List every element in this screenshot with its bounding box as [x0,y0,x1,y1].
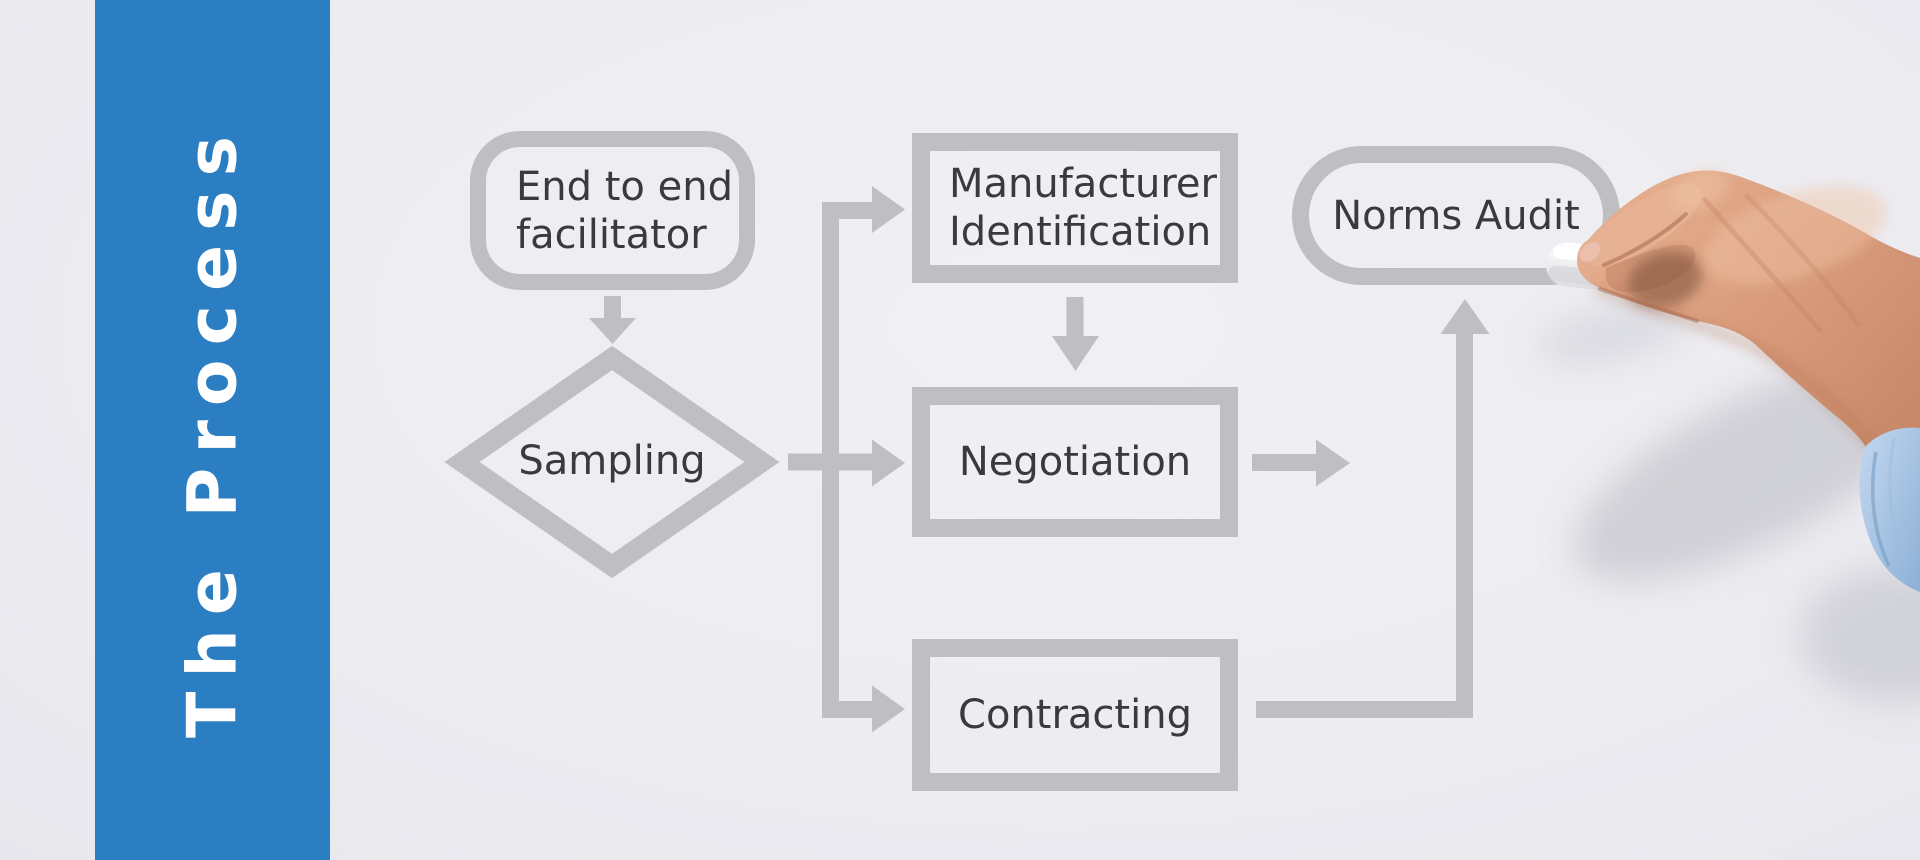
cuff-fold-2 [1888,437,1908,563]
index-finger [1583,183,1702,267]
edge-e2e-to-sampling [589,296,636,344]
node-contracting: Contracting [912,639,1238,791]
node-label: Sampling [518,438,706,484]
node-sampling: Sampling [462,437,762,485]
edge-sampling-to-manufacturer-identification [822,186,905,463]
shirt-cuff [1859,427,1920,592]
sampling-diamond-shape [444,345,780,579]
index-fingernail [1579,242,1601,262]
edge-contracting-to-norms-audit [1256,299,1490,718]
sidebar: The Process [95,0,330,860]
edge-negotiation-right [1252,439,1350,487]
edge-sampling-to-contracting [822,462,905,733]
tendon-line-2 [1744,193,1861,327]
grip-fold-shadow [1627,251,1703,309]
edge-manufacturer-identification-to-negotiation [1052,297,1099,371]
node-label: Contracting [958,692,1192,738]
tendon-line [1702,197,1823,333]
node-label: Norms Audit [1332,192,1580,239]
hand-bottom-shading [1595,285,1877,450]
knuckle-highlight [1703,185,1887,285]
index-knuckle-highlight [1671,169,1729,211]
index-crease [1602,212,1688,267]
hand [1577,169,1920,578]
node-norms-audit: Norms Audit [1292,146,1620,285]
node-negotiation: Negotiation [912,387,1238,537]
node-label: Negotiation [958,439,1192,485]
cuff-fold [1870,451,1891,567]
